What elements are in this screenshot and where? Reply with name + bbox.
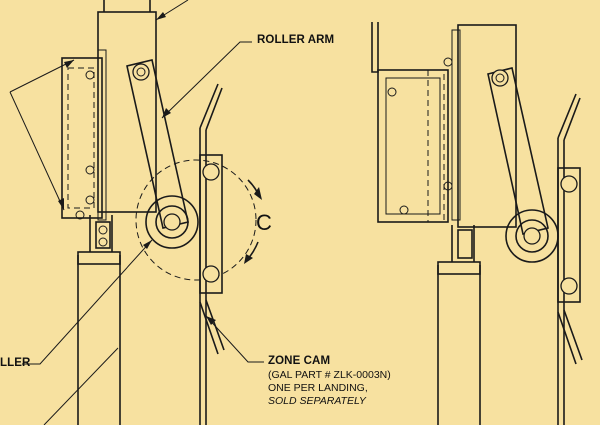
zone-cam-per-landing: ONE PER LANDING, xyxy=(268,382,368,394)
leader-lines xyxy=(9,0,264,425)
roller-label: LLER xyxy=(0,357,31,369)
right-assembly xyxy=(371,22,583,425)
roller-arm-label: ROLLER ARM xyxy=(257,34,335,46)
zone-cam-sold-separately: SOLD SEPARATELY xyxy=(268,395,366,407)
zone-cam-part-number: (GAL PART # ZLK-0003N) xyxy=(268,369,391,381)
left-assembly xyxy=(61,0,262,425)
rotation-marker-label: C xyxy=(256,210,272,235)
zone-cam-label: ZONE CAM xyxy=(268,355,331,367)
